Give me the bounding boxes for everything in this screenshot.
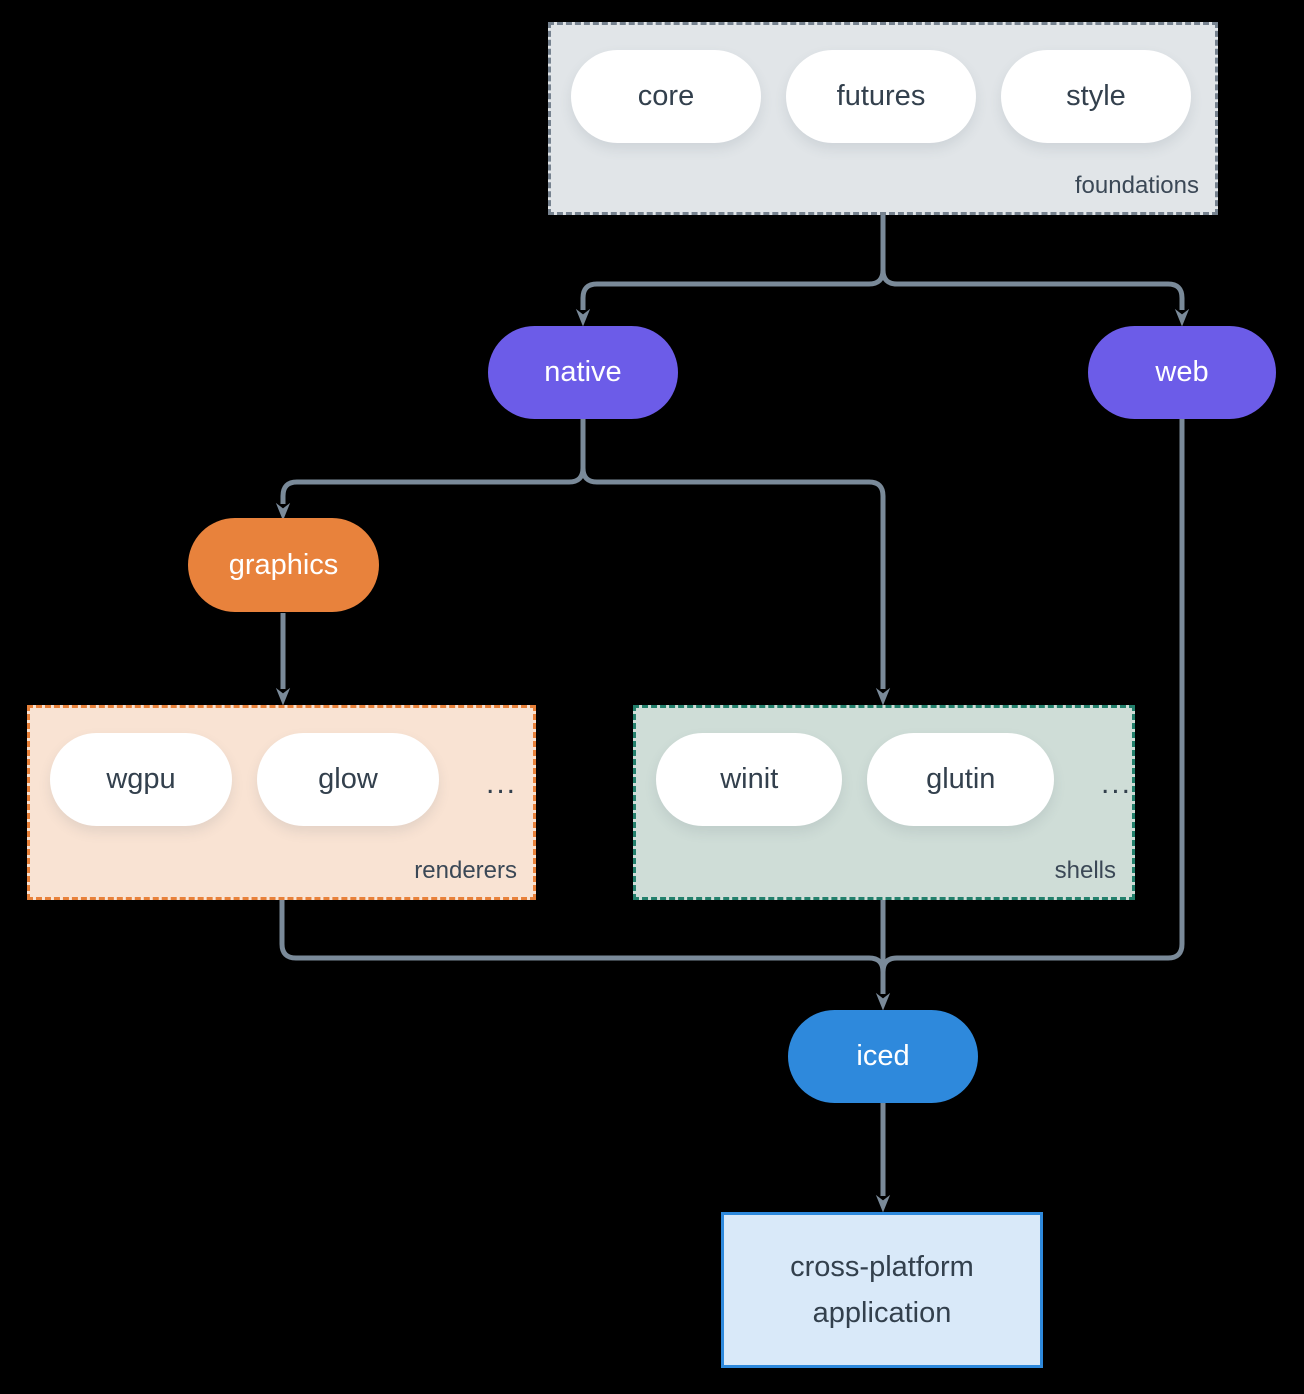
node-style-label: style <box>1066 80 1126 112</box>
node-wgpu: wgpu <box>50 733 232 826</box>
renderers-ellipsis: ... <box>486 766 518 800</box>
foundations-group-label: foundations <box>1074 172 1199 199</box>
node-iced-label: iced <box>856 1040 910 1072</box>
edge-renderers-merge <box>279 900 886 973</box>
node-style: style <box>1001 50 1191 143</box>
shells-group-label: shells <box>1054 857 1116 884</box>
node-winit: winit <box>656 733 843 826</box>
node-glow-label: glow <box>318 763 378 795</box>
node-futures: futures <box>786 50 976 143</box>
node-core: core <box>571 50 761 143</box>
shells-group: winit glutin ... shells <box>633 705 1135 900</box>
node-glow: glow <box>257 733 439 826</box>
node-web: web <box>1088 326 1276 419</box>
node-native: native <box>488 326 678 419</box>
shells-ellipsis: ... <box>1100 766 1132 800</box>
node-glutin-label: glutin <box>926 763 996 795</box>
node-cross-platform-application: cross-platform application <box>721 1212 1043 1368</box>
foundations-group: core futures style foundations <box>548 22 1218 215</box>
shells-pill-row: winit glutin ... <box>636 708 1132 826</box>
node-wgpu-label: wgpu <box>106 763 176 795</box>
renderers-pill-row: wgpu glow ... <box>30 708 533 826</box>
node-graphics: graphics <box>188 518 379 612</box>
renderers-group-label: renderers <box>414 857 517 884</box>
foundations-pill-row: core futures style <box>551 25 1215 143</box>
edge-native-shells <box>580 419 891 706</box>
node-core-label: core <box>637 80 695 112</box>
node-glutin: glutin <box>867 733 1054 826</box>
node-cross-platform-application-label: cross-platform application <box>790 1250 974 1329</box>
node-iced: iced <box>788 1010 978 1103</box>
node-futures-label: futures <box>836 80 926 112</box>
node-web-label: web <box>1155 356 1209 388</box>
edge-native-graphics <box>275 419 586 521</box>
edge-foundations-native <box>575 215 886 327</box>
node-winit-label: winit <box>720 763 779 795</box>
node-graphics-label: graphics <box>228 548 339 581</box>
node-native-label: native <box>544 356 622 388</box>
renderers-group: wgpu glow ... renderers <box>27 705 536 900</box>
edge-foundations-web <box>880 215 1190 327</box>
